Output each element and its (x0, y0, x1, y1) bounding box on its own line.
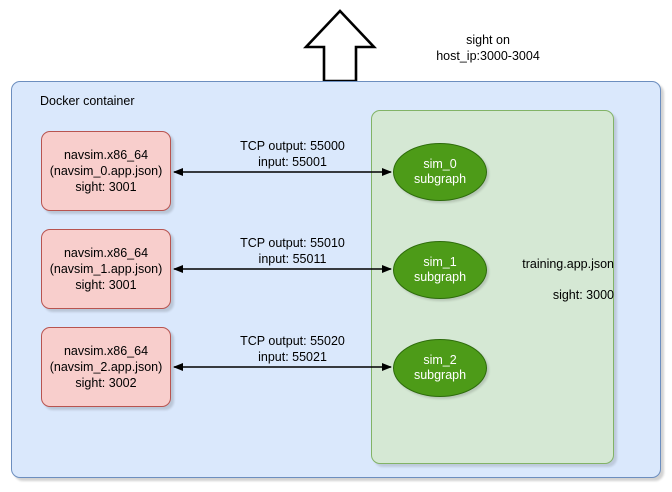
sim-2-subgraph-node[interactable]: sim_2 subgraph (393, 339, 487, 397)
connector-label-1: TCP output: 55010 input: 55011 (240, 236, 345, 266)
navsim-1-node[interactable]: navsim.x86_64 (navsim_1.app.json) sight:… (41, 229, 171, 309)
connector-label-2: TCP output: 55020 input: 55021 (240, 334, 345, 364)
up-arrow-icon (303, 9, 377, 83)
connector-label-0: TCP output: 55000 input: 55001 (240, 139, 345, 169)
sight-host-note: sight on host_ip:3000-3004 (436, 33, 540, 63)
sim-1-subgraph-node[interactable]: sim_1 subgraph (393, 241, 487, 299)
navsim-2-node[interactable]: navsim.x86_64 (navsim_2.app.json) sight:… (41, 327, 171, 407)
training-app-json-label: training.app.json (522, 257, 614, 271)
docker-container-label: Docker container (40, 94, 135, 108)
sim-0-subgraph-node[interactable]: sim_0 subgraph (393, 143, 487, 201)
training-sight-label: sight: 3000 (552, 288, 614, 302)
navsim-0-node[interactable]: navsim.x86_64 (navsim_0.app.json) sight:… (41, 131, 171, 211)
